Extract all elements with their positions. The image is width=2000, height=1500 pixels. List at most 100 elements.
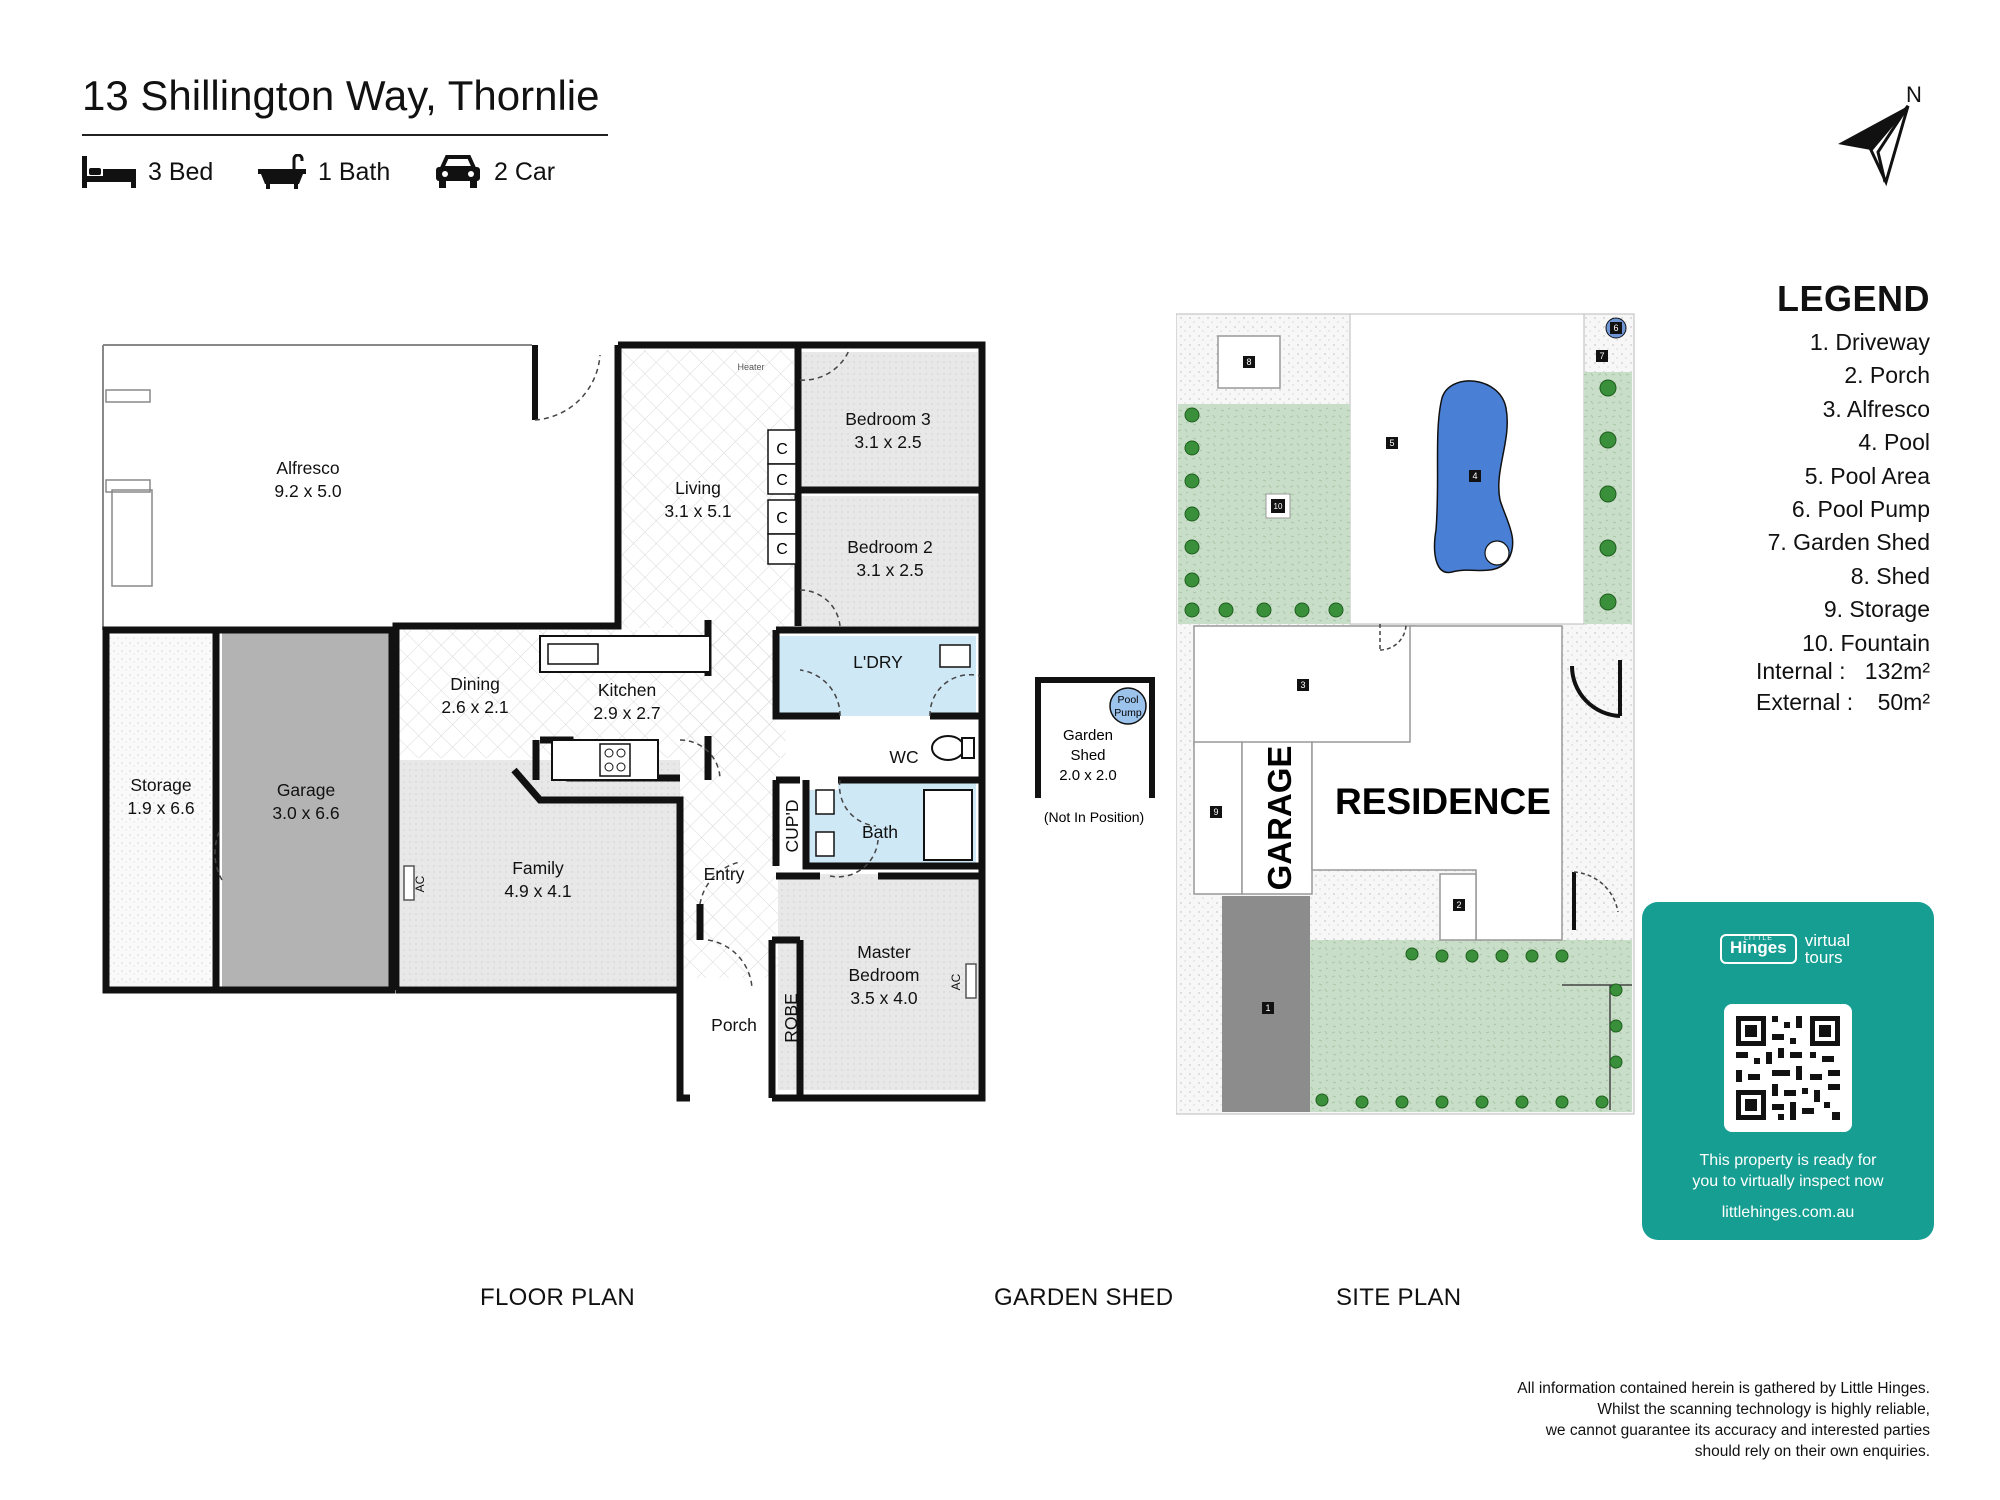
car-icon <box>436 155 480 188</box>
little-hinges-logo: LITTLE Hinges virtual tours <box>1720 932 1850 966</box>
legend-title: LEGEND <box>1776 278 1930 319</box>
virtual-tour-card[interactable]: LITTLE Hinges virtual tours <box>1642 902 1934 1240</box>
north-arrow-icon: N <box>1838 82 1922 187</box>
site-residence-label: RESIDENCE <box>1335 781 1551 822</box>
wc-label: WC <box>889 747 918 767</box>
heater-label: Heater <box>737 362 764 372</box>
ac-label-family: AC <box>413 875 427 892</box>
caption-site-plan: SITE PLAN <box>1336 1284 1462 1311</box>
svg-text:4: 4 <box>1472 471 1477 481</box>
svg-text:C: C <box>776 472 788 489</box>
feature-car-label: 2 Car <box>494 157 556 186</box>
site-plan: 1 2 3 4 5 6 7 8 9 10 GARAGE RESIDENCE <box>1176 313 1635 1115</box>
legend-item: 10. Fountain <box>1802 629 1930 656</box>
disclaimer-line: should rely on their own enquiries. <box>1694 1443 1930 1460</box>
legend: LEGEND 1. Driveway 2. Porch 3. Alfresco … <box>1768 278 1930 660</box>
kitchen-label: Kitchen <box>598 680 656 700</box>
living-floor <box>622 350 794 628</box>
family-size: 4.9 x 4.1 <box>504 881 571 901</box>
disclaimer-line: Whilst the scanning technology is highly… <box>1597 1401 1930 1418</box>
svg-text:Pool: Pool <box>1117 694 1138 706</box>
property-title: 13 Shillington Way, Thornlie <box>82 72 600 119</box>
porch-label: Porch <box>711 1015 757 1035</box>
area-summary: Internal : 132m² External : 50m² <box>1756 656 1930 718</box>
svg-text:9: 9 <box>1213 807 1218 817</box>
bedroom3-label: Bedroom 3 <box>845 409 931 429</box>
promo-text-line2: you to virtually inspect now <box>1692 1173 1884 1190</box>
legend-item: 2. Porch <box>1844 362 1930 389</box>
svg-text:2: 2 <box>1456 900 1461 910</box>
storage-floor <box>108 636 212 986</box>
master-label: Master <box>857 942 911 962</box>
feature-bath-label: 1 Bath <box>318 157 391 186</box>
promo-text-line1: This property is ready for <box>1699 1152 1877 1169</box>
pool-pump-icon <box>1109 687 1147 725</box>
legend-item: 9. Storage <box>1823 596 1930 623</box>
master-floor <box>778 874 978 1090</box>
disclaimer: All information contained herein is gath… <box>1517 1378 1930 1462</box>
internal-area-label: Internal : <box>1756 658 1846 684</box>
walls <box>102 341 986 1102</box>
legend-item: 1. Driveway <box>1809 329 1930 355</box>
storage-size: 1.9 x 6.6 <box>127 798 194 818</box>
title-rule <box>82 134 608 136</box>
living-label: Living <box>675 478 721 498</box>
dining-size: 2.6 x 2.1 <box>441 697 508 717</box>
qr-code[interactable] <box>1724 1004 1852 1132</box>
svg-text:C: C <box>776 441 788 458</box>
bedroom3-floor <box>798 352 978 490</box>
garden-shed-note: (Not In Position) <box>1044 809 1144 825</box>
caption-garden-shed: GARDEN SHED <box>994 1284 1174 1311</box>
alfresco-label: Alfresco <box>276 458 339 478</box>
site-garage-label: GARAGE <box>1261 746 1298 891</box>
living-size: 3.1 x 5.1 <box>664 501 731 521</box>
disclaimer-line: we cannot guarantee its accuracy and int… <box>1545 1422 1930 1439</box>
shrubs <box>1184 379 1623 1109</box>
internal-area-value: 132m² <box>1864 658 1930 684</box>
north-label: N <box>1906 82 1922 107</box>
feature-car: 2 Car <box>434 152 555 192</box>
feature-bath: 1 Bath <box>258 152 390 192</box>
family-label: Family <box>512 858 564 878</box>
svg-text:6: 6 <box>1613 323 1618 333</box>
legend-item: 4. Pool <box>1858 429 1930 456</box>
legend-item: 6. Pool Pump <box>1791 496 1930 523</box>
bath-label: Bath <box>862 822 898 842</box>
alfresco-size: 9.2 x 5.0 <box>274 481 341 501</box>
garden-shed-plan: Pool Pump Garden Shed 2.0 x 2.0 (Not In … <box>1035 677 1155 825</box>
robe-label: ROBE <box>781 993 801 1043</box>
garden-shed-size: 2.0 x 2.0 <box>1059 767 1117 784</box>
site-markers: 1 2 3 4 5 6 7 8 9 10 <box>1210 317 1627 1014</box>
kitchen-bench <box>539 635 711 673</box>
cooktop-icon <box>599 743 631 777</box>
residence-site <box>1311 625 1563 941</box>
bed-icon <box>82 156 136 188</box>
promo-url-link[interactable]: littlehinges.com.au <box>1721 1204 1855 1221</box>
garage-label: Garage <box>277 780 335 800</box>
master-label-2: Bedroom <box>848 965 919 985</box>
alfresco-outline <box>102 344 532 630</box>
garage-size: 3.0 x 6.6 <box>272 803 339 823</box>
bedroom2-size: 3.1 x 2.5 <box>856 560 923 580</box>
garden-shed-label-2: Shed <box>1070 747 1105 764</box>
svg-text:5: 5 <box>1389 438 1394 448</box>
svg-text:10: 10 <box>1274 502 1283 511</box>
svg-text:Pump: Pump <box>1114 707 1142 719</box>
lawn-front <box>1310 940 1632 1112</box>
entry-label: Entry <box>704 864 745 884</box>
qr-code-icon <box>1736 1016 1840 1120</box>
cupboards: C C C C <box>767 429 797 565</box>
legend-item: 3. Alfresco <box>1822 395 1930 422</box>
ac-label-master: AC <box>949 973 963 990</box>
svg-text:8: 8 <box>1246 357 1251 367</box>
floor-plan: C C C C Alfresco 9.2 x 5.0 Living 3.1 x … <box>102 341 986 1102</box>
external-area-label: External : <box>1756 689 1854 715</box>
cupboard-label: CUP'D <box>782 800 802 853</box>
bath-icon <box>258 154 306 189</box>
caption-floor-plan: FLOOR PLAN <box>480 1284 636 1311</box>
garden-shed-label: Garden <box>1063 727 1113 744</box>
lawn-west <box>1178 404 1350 624</box>
external-area-value: 50m² <box>1877 689 1930 715</box>
shower-icon <box>923 789 973 861</box>
feature-bed: 3 Bed <box>82 152 213 192</box>
